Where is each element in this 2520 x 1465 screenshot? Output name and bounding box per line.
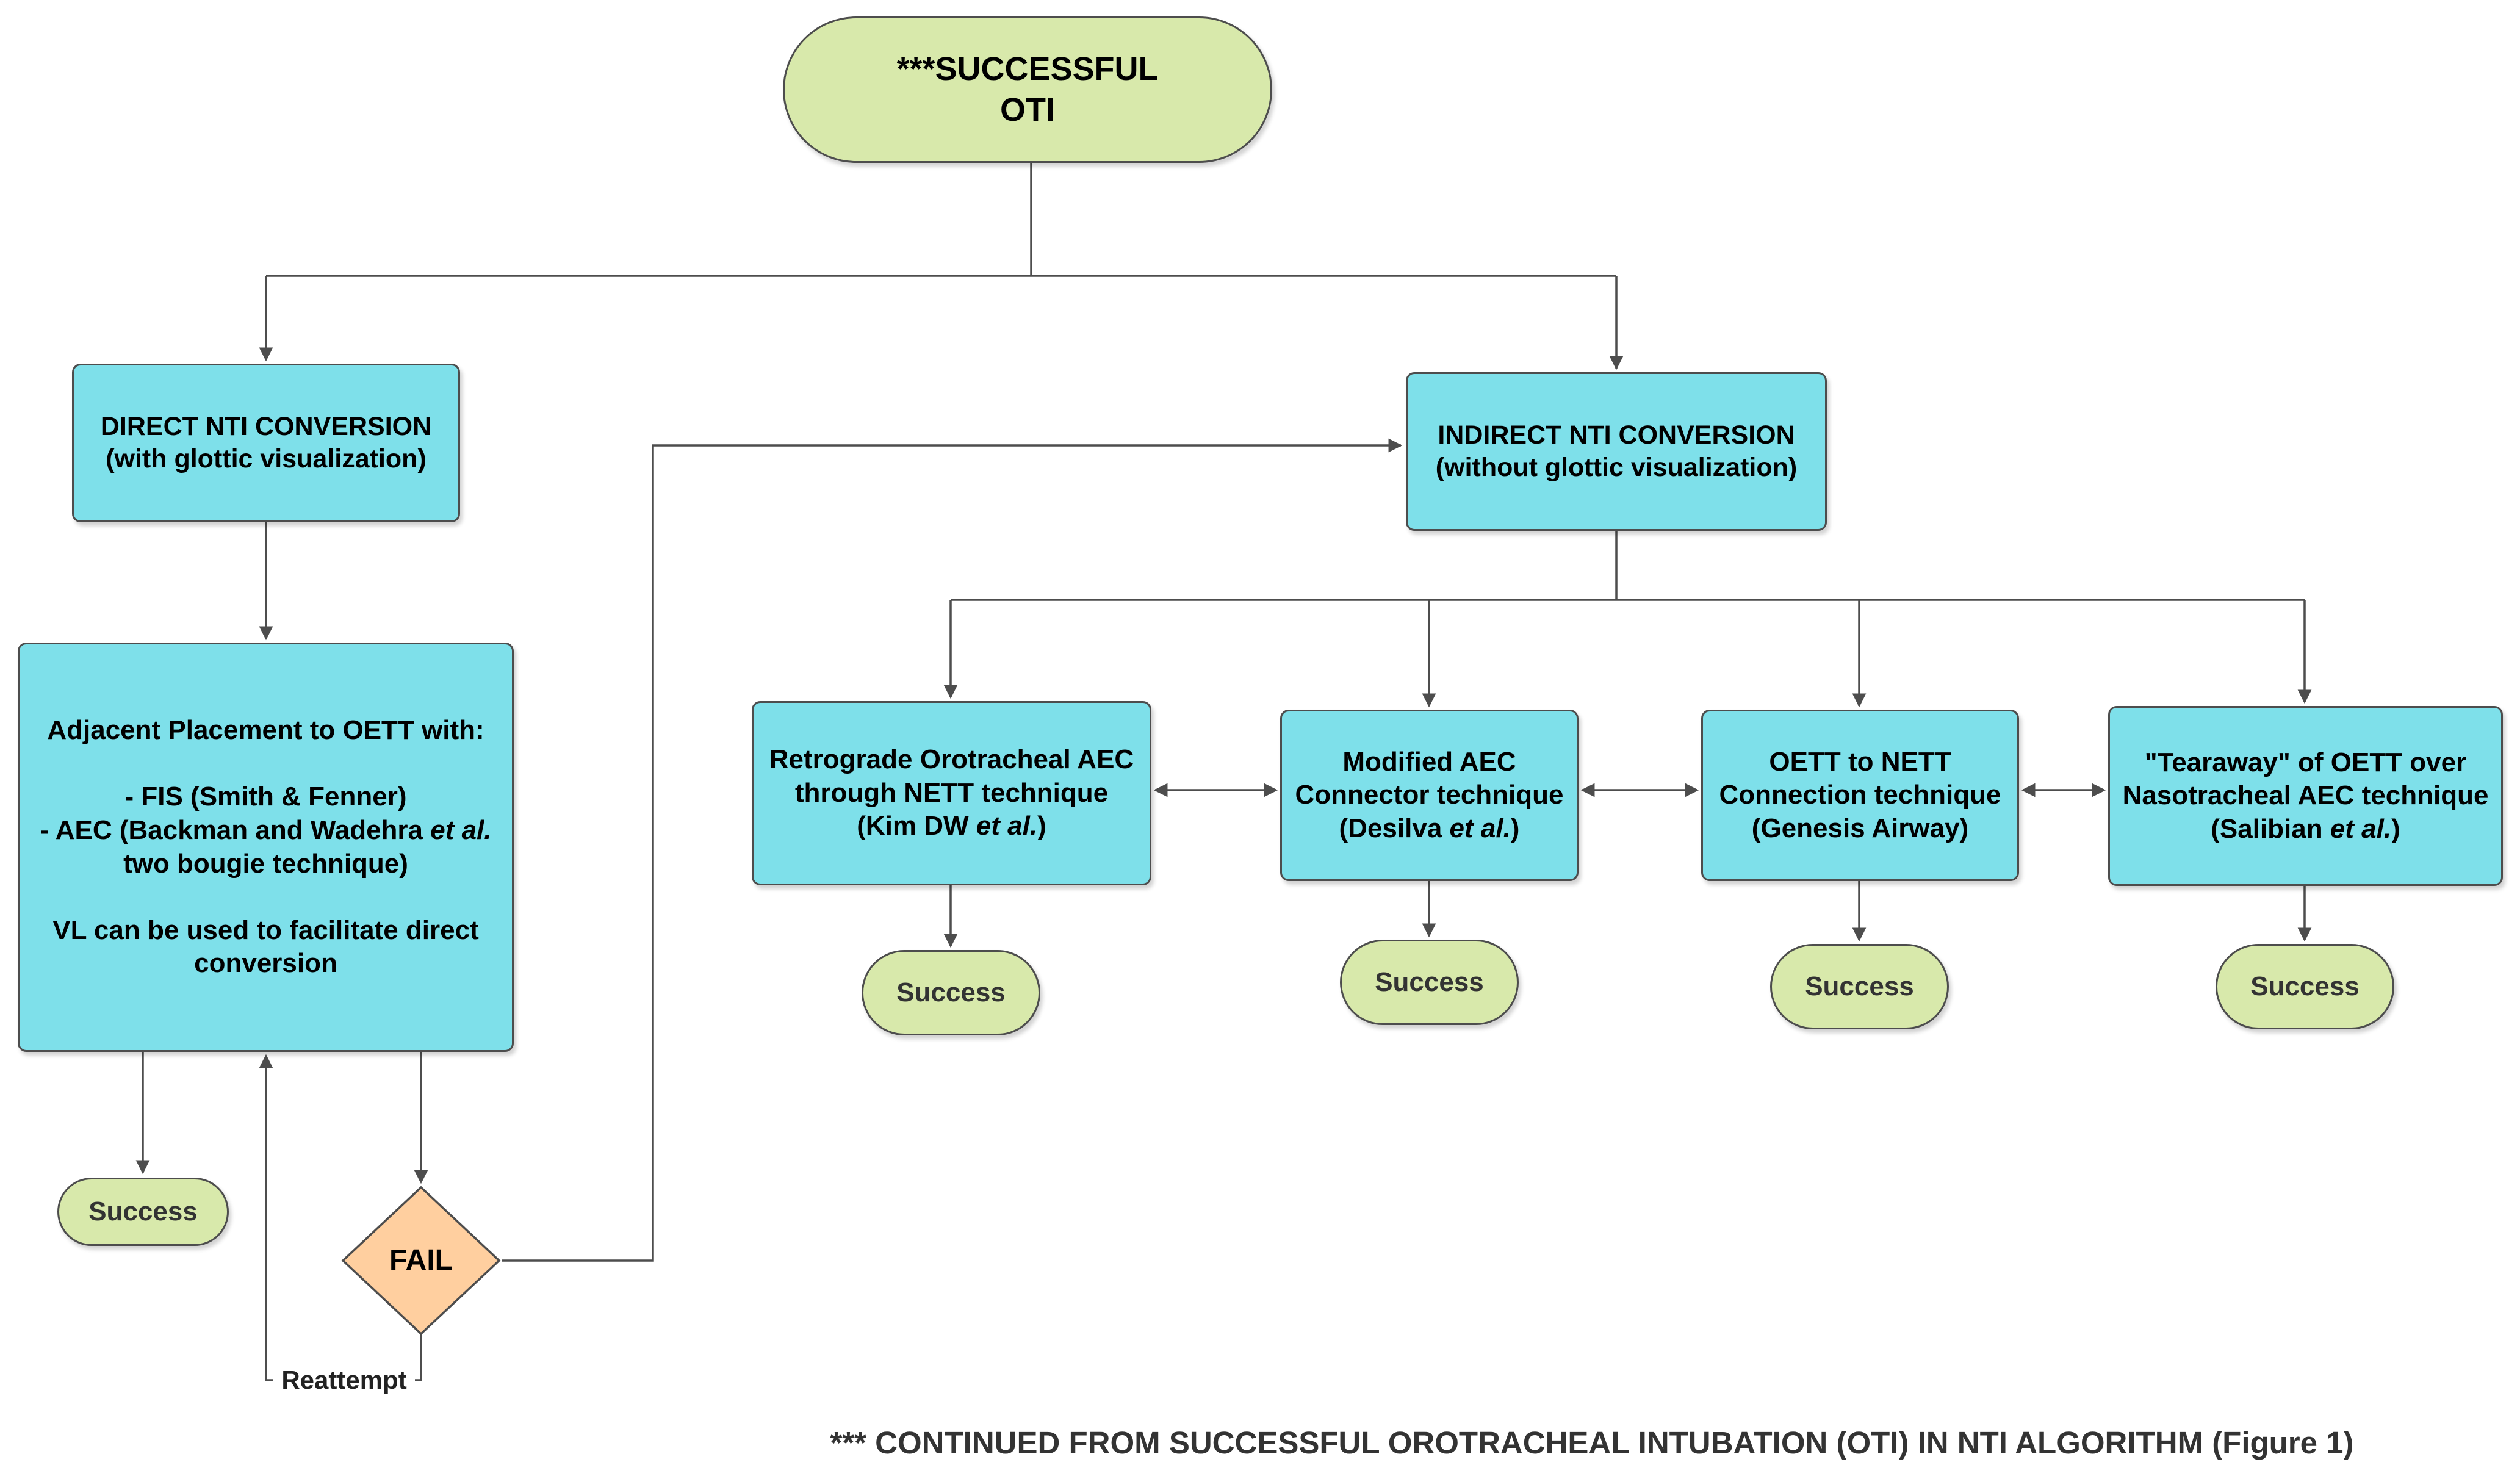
success-terminal-direct: Success bbox=[57, 1178, 229, 1246]
success-terminal-oett-nett: Success bbox=[1770, 944, 1949, 1029]
node-adjacent-placement: Adjacent Placement to OETT with: - FIS (… bbox=[18, 643, 514, 1052]
fail-diamond-label: FAIL bbox=[389, 1244, 453, 1277]
node-indirect-nti-conversion: INDIRECT NTI CONVERSION(without glottic … bbox=[1406, 372, 1827, 531]
success-terminal-tearaway: Success bbox=[2216, 944, 2394, 1029]
fail-diamond-shape bbox=[341, 1186, 501, 1336]
success-terminal-retrograde: Success bbox=[862, 950, 1040, 1035]
success-terminal-modified-aec: Success bbox=[1340, 940, 1519, 1025]
reattempt-label: Reattempt bbox=[273, 1362, 415, 1398]
footer-note: *** CONTINUED FROM SUCCESSFUL OROTRACHEA… bbox=[830, 1425, 2354, 1461]
edge-fail-to-indirect bbox=[502, 438, 1403, 1262]
node-direct-nti-conversion: DIRECT NTI CONVERSION(with glottic visua… bbox=[72, 364, 460, 522]
